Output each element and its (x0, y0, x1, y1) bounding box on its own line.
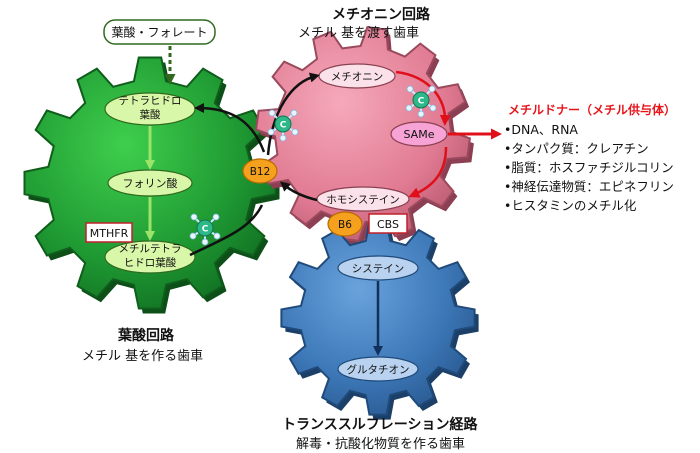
mthfr-label: MTHFR (90, 227, 129, 240)
glutathione-node: グルタチオン (337, 356, 419, 382)
homocysteine-node: ホモシステイン (316, 186, 410, 212)
b6-label: B6 (338, 219, 352, 231)
folate-input-label: 葉酸・フォレート (111, 25, 207, 40)
methionine-cycle-subtitle: メチル 基を渡す歯車 (298, 26, 420, 41)
molecule-label: C (418, 97, 425, 107)
thf-label-line1: テトラヒドロ (119, 95, 182, 107)
mthf-node: メチルテトラ ヒドロ葉酸 (104, 240, 196, 274)
mthf-label-line2: ヒドロ葉酸 (124, 256, 177, 269)
molecule-label: C (202, 225, 209, 235)
cysteine-label: システイン (352, 263, 405, 275)
homocysteine-to-b12-arrow (279, 181, 318, 202)
methyl-donor-item: •ヒスタミンのメチル化 (504, 198, 637, 213)
methyl-donor-item: •神経伝達物質：エピネフリン (504, 179, 674, 194)
thf-label-line2: 葉酸 (140, 108, 161, 121)
methyl-molecule-icon: C (405, 85, 437, 118)
homocysteine-label: ホモシステイン (326, 194, 400, 206)
methyl-molecule-icon: C (267, 109, 299, 142)
transsulfuration-subtitle: 解毒・抗酸化物質を作る歯車 (296, 437, 466, 452)
mthf-to-b12-arrow (189, 204, 264, 257)
folinic-acid-node: フォリン酸 (107, 169, 193, 197)
b12-to-thf-arrow (194, 103, 266, 153)
folinic-acid-label: フォリン酸 (123, 176, 178, 190)
cysteine-node: システイン (337, 255, 419, 281)
glutathione-label: グルタチオン (347, 363, 410, 376)
same-label: SAMe (404, 128, 435, 141)
cbs-label: CBS (377, 218, 399, 231)
molecule-label: C (280, 121, 287, 131)
transsulfuration-gear (280, 220, 479, 420)
b12-to-methionine-arrow (266, 72, 320, 156)
folate-cycle-title: 葉酸回路 (118, 328, 174, 344)
methyl-molecule-icon: C (189, 213, 221, 246)
same-node: SAMe (390, 121, 448, 147)
methyl-donor-item: •タンパク質：クレアチン (504, 141, 649, 156)
cbs-enzyme-box: CBS (368, 213, 408, 234)
methyl-donor-title: メチルドナー（メチル供与体） (508, 103, 677, 117)
mthfr-enzyme-box: MTHFR (85, 222, 133, 243)
methionine-cycle-title: メチオニン回路 (332, 7, 430, 23)
same-to-homocysteine-arrow (408, 146, 448, 198)
methionine-label: メチオニン (331, 71, 384, 83)
mthf-label-line1: メチルテトラ (119, 243, 182, 255)
b12-label: B12 (250, 166, 271, 178)
methyl-donor-item: •脂質：ホスファチジルコリン (504, 160, 674, 175)
methyl-donor-item: •DNA、RNA (504, 122, 578, 137)
folate-cycle-subtitle: メチル 基を作る歯車 (82, 349, 204, 364)
folate-input-box: 葉酸・フォレート (103, 19, 216, 45)
b6-badge: B6 (327, 211, 363, 237)
thf-node: テトラヒドロ 葉酸 (104, 92, 196, 126)
transsulfuration-title: トランススルフレーション経路 (282, 417, 478, 433)
methionine-node: メチオニン (318, 63, 396, 89)
methyl-donor-list: •DNA、RNA •タンパク質：クレアチン •脂質：ホスファチジルコリン •神経伝達物… (504, 120, 674, 215)
b12-badge: B12 (242, 158, 278, 184)
